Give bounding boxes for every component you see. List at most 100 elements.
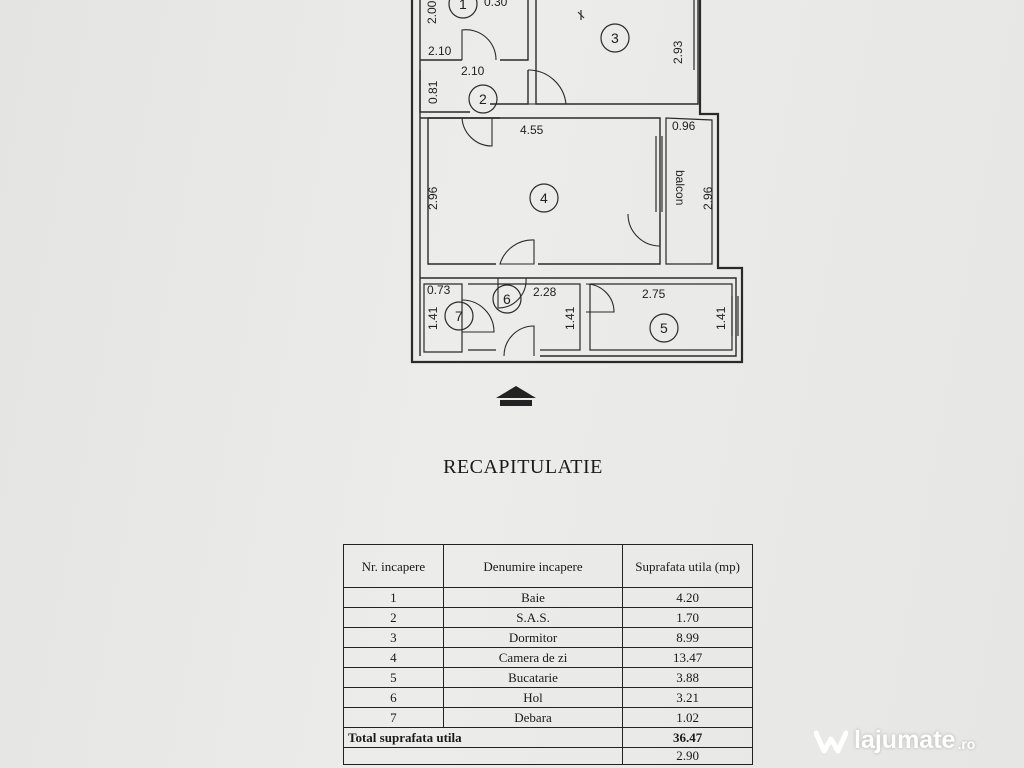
cell-nr: 1: [343, 587, 444, 608]
wall: [665, 117, 713, 265]
dimension-label: 2.96: [426, 186, 440, 210]
door-swing: [461, 117, 493, 147]
room-number: 3: [611, 30, 619, 46]
table-row: 6 Hol 3.21: [343, 687, 753, 708]
dimension-label: 1.41: [563, 306, 577, 330]
wall: [589, 283, 733, 351]
floor-plan: 2.00 0.30 2.10 2.10 0.81 2.93 4.55 0.96 …: [410, 0, 744, 406]
total-label: Total suprafata utila: [342, 727, 624, 748]
dimension-label: 2.93: [671, 40, 685, 64]
door-swing: [503, 325, 535, 357]
watermark: lajumate .ro: [814, 722, 975, 758]
room-circle: [492, 284, 522, 314]
cell-area: 8.99: [622, 627, 753, 648]
watermark-tld: .ro: [957, 736, 976, 752]
dimension-label: 1.41: [714, 306, 728, 330]
window: [655, 136, 663, 212]
room-circle: [468, 84, 498, 114]
wall: [490, 70, 529, 105]
wall: [468, 283, 581, 351]
wall: [427, 118, 496, 265]
window: [731, 296, 739, 336]
door-swing: [461, 29, 497, 61]
cell-nr: 2: [343, 607, 444, 628]
cell-area: 3.21: [622, 687, 753, 708]
cell-nr: 3: [343, 627, 444, 648]
room-number: 7: [455, 308, 463, 324]
heart-logo-icon: [814, 730, 848, 754]
cell-name: Bucatarie: [442, 667, 624, 688]
table-row: 2 S.A.S. 1.70: [343, 607, 753, 628]
table-row: 1 Baie 4.20: [343, 587, 753, 608]
dimension-label: 1.41: [426, 306, 440, 330]
door-swing: [527, 69, 567, 105]
header-area: Suprafata utila (mp): [622, 544, 753, 588]
recap-title: RECAPITULATIE: [443, 456, 603, 478]
cell-nr: 7: [343, 707, 444, 728]
door-swing: [461, 299, 495, 333]
room-number: 4: [540, 190, 548, 206]
room-number: 6: [503, 291, 511, 307]
room-circle: [600, 23, 630, 53]
watermark-brand: lajumate: [854, 725, 956, 754]
total-value: 36.47: [622, 727, 753, 748]
cell-name: Debara: [442, 707, 624, 728]
recap-table: Nr. incapere Denumire incapere Suprafata…: [342, 544, 753, 765]
dimension-label: 0.81: [426, 80, 440, 104]
room-number: 2: [479, 91, 487, 107]
dimension-label: 2.96: [701, 186, 715, 210]
room-circle: [444, 301, 474, 331]
dimension-label: 2.10: [428, 44, 452, 58]
total-row: Total suprafata utila 36.47: [342, 727, 753, 748]
dimension-label: 2.28: [533, 285, 557, 299]
table-row: 7 Debara 1.02: [343, 707, 753, 728]
cell-next-value: 2.90: [622, 747, 753, 765]
window: [693, 0, 701, 70]
dimension-label: 0.96: [672, 119, 696, 133]
cell-name: Baie: [442, 587, 624, 608]
dimension-label: 2.75: [642, 287, 666, 301]
cell-area: 13.47: [622, 647, 753, 668]
header-name: Denumire incapere: [442, 544, 624, 588]
wall: [410, 0, 744, 364]
table-row: 4 Camera de zi 13.47: [343, 647, 753, 668]
cell-name: Hol: [442, 687, 624, 708]
cell-area: 4.20: [622, 587, 753, 608]
cell-nr: 4: [343, 647, 444, 668]
cell-area: 1.02: [622, 707, 753, 728]
room-circle: [649, 313, 679, 343]
table-header-row: Nr. incapere Denumire incapere Suprafata…: [343, 544, 753, 588]
room-number: 1: [459, 0, 467, 12]
wall: [428, 117, 661, 265]
dimension-label: 0.30: [484, 0, 508, 9]
wall: [420, 277, 737, 357]
dimension-label: 2.10: [461, 64, 485, 78]
door-swing: [499, 239, 535, 265]
wall: [535, 0, 699, 105]
door-swing: [585, 283, 615, 313]
dimension-label: 2.00: [425, 0, 439, 24]
wall: [423, 283, 463, 353]
cell-name: Dormitor: [442, 627, 624, 648]
cell-nr: 5: [343, 667, 444, 688]
table-row: 2.90: [342, 747, 753, 765]
cell-area: 3.88: [622, 667, 753, 688]
dimension-label: 0.73: [427, 283, 451, 297]
header-nr: Nr. incapere: [343, 544, 444, 588]
cell-name: S.A.S.: [442, 607, 624, 628]
balcony-label: balcon: [673, 170, 687, 205]
wall: [500, 0, 529, 61]
door-swing: [627, 213, 661, 247]
door-swing: [497, 277, 527, 309]
room-circle: [529, 183, 559, 213]
entrance-arrow-icon: [496, 386, 536, 406]
room-circle: [448, 0, 478, 19]
table-row: 3 Dormitor 8.99: [343, 627, 753, 648]
cell-area: 1.70: [622, 607, 753, 628]
room-number: 5: [660, 320, 668, 336]
dimension-label: 4.55: [520, 123, 544, 137]
table-row: 5 Bucatarie 3.88: [343, 667, 753, 688]
cell-cut: [342, 747, 624, 765]
cell-name: Camera de zi: [442, 647, 624, 668]
cell-nr: 6: [343, 687, 444, 708]
